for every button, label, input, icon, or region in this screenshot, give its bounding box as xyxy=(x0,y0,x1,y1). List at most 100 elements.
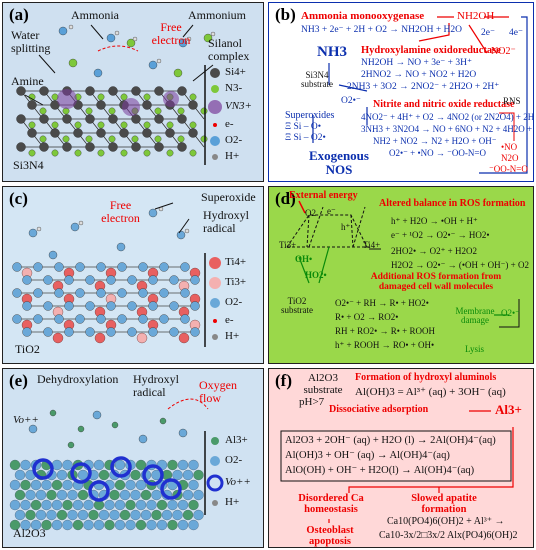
n-atom xyxy=(143,121,151,129)
vo-vacancy-ring xyxy=(142,464,164,486)
e2-label: 2e⁻ xyxy=(481,28,495,38)
f-eq1: Al(OH)3 = Al³⁺ (aq) + 3OH⁻ (aq) xyxy=(355,386,506,398)
o-atom xyxy=(169,301,179,311)
o-atom xyxy=(106,327,116,337)
o-atom xyxy=(159,314,169,324)
al2o3-atom xyxy=(104,499,115,511)
n-atom xyxy=(200,135,208,143)
al2o3-atom xyxy=(193,469,204,481)
o-atom xyxy=(33,288,43,298)
si-atom xyxy=(108,114,118,124)
n-atom xyxy=(143,93,151,101)
eq5: 4NO2⁻ + 4H⁺ + O2 → 4NO2 (or 2N2O4) + 2H2… xyxy=(361,112,534,122)
n-atom xyxy=(108,107,116,115)
rns-n2o: N2O xyxy=(501,153,519,163)
al2o3-atom xyxy=(172,469,183,481)
lysis-label: Lysis xyxy=(465,344,485,354)
al2o3-lattice xyxy=(9,398,224,531)
al2o3-atom xyxy=(9,519,21,531)
si-atom xyxy=(131,114,141,124)
o-atom xyxy=(106,275,116,285)
f-eq2: Al2O3 + 2OH⁻ (aq) + H2O (l) → 2Al(OH)4⁻(… xyxy=(285,435,496,446)
vn-vacancy xyxy=(57,89,77,109)
o-atom xyxy=(12,288,22,298)
o-atom xyxy=(85,301,95,311)
d-ti3-label: Ti3+ xyxy=(279,240,297,250)
ph-label: pH>7 xyxy=(299,396,325,408)
al2o3-atom xyxy=(93,519,105,531)
ti-atom xyxy=(52,332,64,344)
al2o3-atom xyxy=(41,499,52,511)
al2o3-atom xyxy=(83,519,94,531)
al2o3-atom xyxy=(114,519,126,531)
al2o3-atom xyxy=(177,499,189,511)
d-h-label: h⁺ xyxy=(341,222,351,232)
o-atom xyxy=(64,301,74,311)
dehydroxylation-label: Dehydroxylation xyxy=(37,372,119,386)
water-splitting-label: Water splitting xyxy=(11,28,51,55)
amine-label: Amine xyxy=(11,74,44,88)
si-atom xyxy=(85,142,95,152)
al2o3-atom xyxy=(83,499,94,511)
panel-e: (e) Dehydroxylation Hydroxyl radical Oxy… xyxy=(2,368,264,548)
n-atom xyxy=(120,149,128,157)
al2o3-atom xyxy=(151,509,162,521)
o-atom xyxy=(54,262,64,272)
al2o3-material-label: Al2O3 xyxy=(13,526,46,540)
al2o3-atom xyxy=(156,499,168,511)
si-atom xyxy=(16,86,26,96)
al2o3-atom xyxy=(193,509,204,521)
n-atom xyxy=(154,135,162,143)
al2o3-atom xyxy=(51,519,63,531)
n-atom xyxy=(189,121,197,129)
r2: e⁻ + ¹O2 → O2•⁻ → HO2• xyxy=(391,230,490,240)
al2o3-atom xyxy=(20,459,31,471)
legend-h-c: H+ xyxy=(225,330,240,342)
al2o3-atom xyxy=(20,499,31,511)
o-atom xyxy=(159,262,169,272)
silanol-complex-label: Silanol complex xyxy=(208,36,250,63)
legend-h: H+ xyxy=(225,150,240,162)
o-atom xyxy=(75,262,85,272)
n-atom xyxy=(97,149,105,157)
o-atom xyxy=(148,327,158,337)
legend-h-e: H+ xyxy=(225,496,240,508)
al2o3-atom xyxy=(20,519,31,531)
n-atom xyxy=(39,135,47,143)
o-atom xyxy=(43,301,53,311)
o-atom xyxy=(54,314,64,324)
eq8: O2•⁻ + •NO → ⁻OO-N=O xyxy=(389,148,486,158)
o-atom xyxy=(117,262,127,272)
panel-a-label: (a) xyxy=(9,5,29,24)
hao-label: Hydroxylamine oxidoreductase xyxy=(361,45,501,56)
free-electron-label: Free electron xyxy=(151,20,191,47)
al2o3-atom xyxy=(25,509,36,521)
legend-o-e: O2- xyxy=(225,454,243,466)
al2o3-atom xyxy=(104,519,115,531)
n-atom xyxy=(51,121,59,129)
r8: h⁺ + ROOH → RO• + OH• xyxy=(335,340,435,350)
si3n4-substrate-label: Si3N4 substrate xyxy=(301,70,333,90)
al2o3-substrate-label: Al2O3 substrate xyxy=(303,372,343,396)
material-label: Si3N4 xyxy=(13,158,44,172)
n-atom xyxy=(97,93,105,101)
panel-d-arrows xyxy=(286,200,520,328)
panel-d: (d) External energy Altered balance in R… xyxy=(268,186,534,364)
nnor-label: Nitrite and nitric oxide reductase xyxy=(373,99,515,110)
si-atom xyxy=(39,86,49,96)
o-atom xyxy=(127,275,137,285)
o-atom xyxy=(22,327,32,337)
legend-si: Si4+ xyxy=(225,66,246,78)
al2o3-atom xyxy=(114,459,126,471)
si-atom xyxy=(108,142,118,152)
oxygen-flow-label: Oxygen flow xyxy=(199,378,237,405)
legend-ti3: Ti3+ xyxy=(225,276,247,288)
al2o3-atom xyxy=(14,469,26,481)
si-atom xyxy=(50,128,60,138)
si-atom xyxy=(177,114,187,124)
al2o3-atom xyxy=(56,509,68,521)
external-energy-label: External energy xyxy=(289,190,358,201)
al2o3-atom xyxy=(182,469,194,481)
n-atom xyxy=(85,107,93,115)
hydroxyl-e-label: Hydroxyl radical xyxy=(133,372,179,399)
